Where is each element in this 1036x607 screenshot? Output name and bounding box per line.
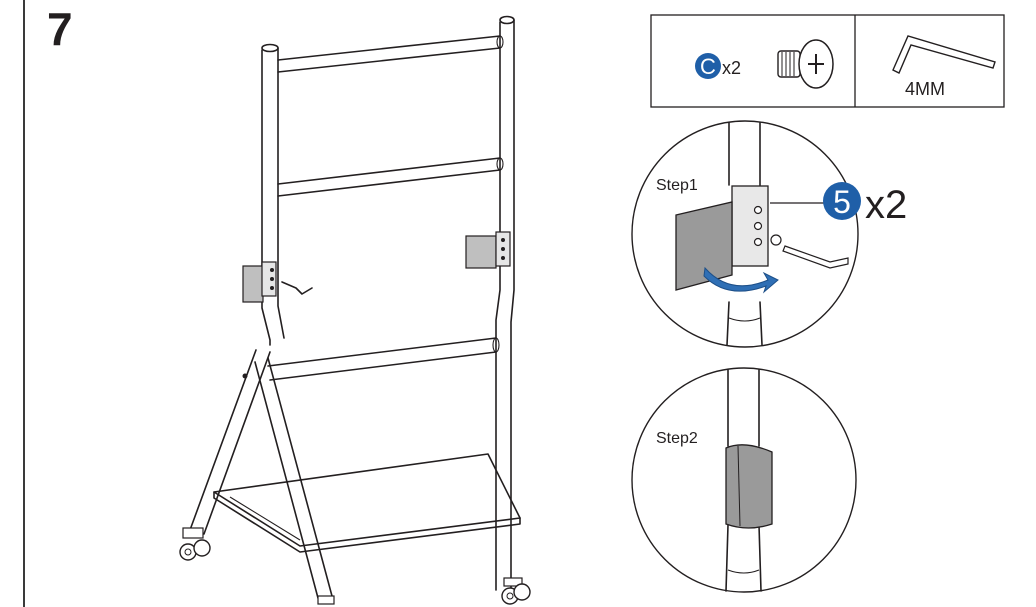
allen-key-icon [892, 35, 996, 74]
tool-label: 4MM [905, 79, 945, 99]
rotation-arrow-icon [703, 266, 779, 294]
caster-left-rear [317, 595, 335, 605]
part-badge [695, 53, 721, 79]
step2-label: Step2 [656, 430, 698, 447]
step-panel-border [23, 0, 1036, 607]
floor-stand-drawing [179, 15, 531, 605]
caster-right-front [501, 577, 531, 605]
step1-quantity: x2 [865, 183, 907, 227]
step1-badge [823, 182, 861, 220]
part-badge-letter: C [700, 54, 716, 79]
parts-box: C x2 4MM [650, 14, 1005, 108]
screw-icon [777, 39, 834, 89]
step1-label: Step1 [656, 177, 698, 194]
step-number: 7 [47, 3, 73, 55]
step1-badge-number: 5 [833, 184, 851, 220]
detail-step2: Step2 [631, 367, 857, 593]
caster-left-front [179, 527, 211, 561]
detail-step1: 5 x2 Step1 [631, 120, 907, 348]
part-quantity: x2 [722, 58, 741, 78]
